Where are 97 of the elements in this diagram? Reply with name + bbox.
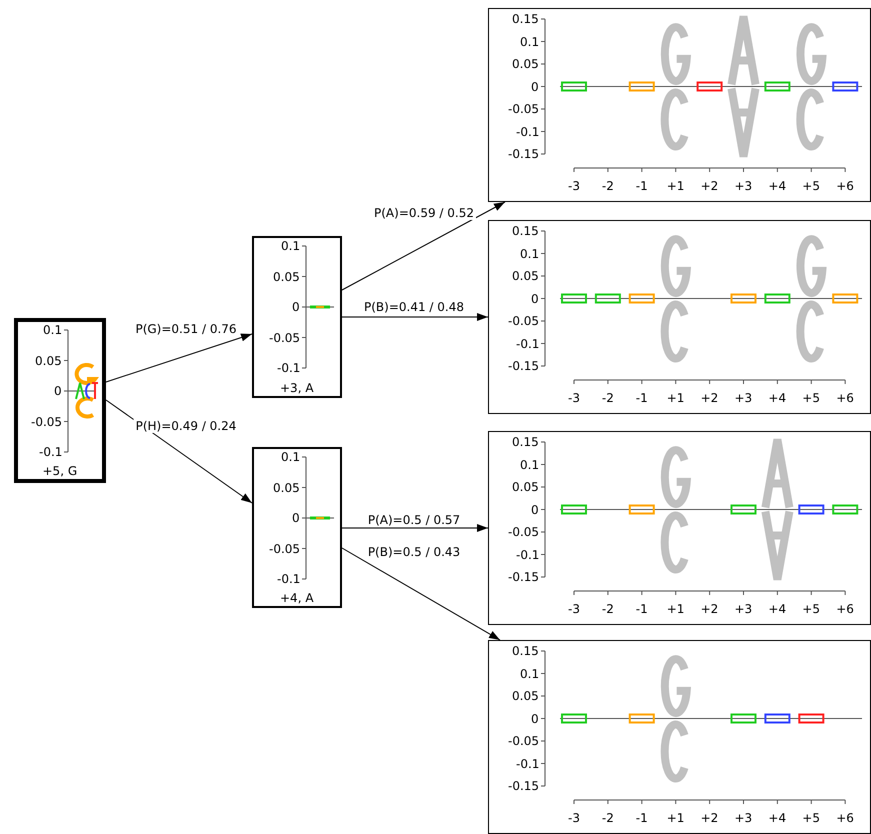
axis-tick-label: 0.05 xyxy=(35,354,62,368)
axis-tick-label: -1 xyxy=(636,391,648,405)
plot-panel xyxy=(252,447,342,608)
axis-tick-label: 0.1 xyxy=(520,666,540,680)
axis-tick-label: +5 xyxy=(802,179,820,193)
axis-tick-label: 0.1 xyxy=(43,323,62,337)
axis-tick-label: +5 xyxy=(802,602,820,616)
axis-tick-label: -2 xyxy=(602,602,614,616)
axis-tick-label: -1 xyxy=(636,811,648,825)
axis-tick-label: +4 xyxy=(768,811,786,825)
axis-tick-label: 0 xyxy=(292,511,300,525)
plot-panel xyxy=(488,640,871,834)
axis-tick-label: -0.1 xyxy=(516,336,540,350)
axis-tick-label: -2 xyxy=(602,811,614,825)
axis-tick-label: -0.05 xyxy=(269,330,300,344)
axis-tick-label: -0.1 xyxy=(516,756,540,770)
axis-tick-label: 0.05 xyxy=(512,269,539,283)
axis-tick-label: -0.1 xyxy=(277,572,300,586)
axis-tick-label: -0.05 xyxy=(508,525,540,539)
axis-tick-label: -0.05 xyxy=(31,414,62,428)
axis-tick-label: -0.05 xyxy=(508,102,540,116)
arrow xyxy=(342,548,500,640)
axis-tick-label: +2 xyxy=(700,391,718,405)
axis-tick-label: +2 xyxy=(700,602,718,616)
axis-tick-label: +3 xyxy=(734,391,752,405)
axis-tick-label: -0.1 xyxy=(516,124,540,138)
axis-tick-label: +4 xyxy=(768,391,786,405)
axis-tick-label: 0 xyxy=(531,80,539,94)
axis-tick-label: +1 xyxy=(666,391,684,405)
arrow xyxy=(342,313,488,321)
axis-tick-label: 0 xyxy=(54,384,62,398)
axis-tick-label: +1 xyxy=(666,602,684,616)
axis-tick-label: -2 xyxy=(602,391,614,405)
edge-label: P(H)=0.49 / 0.24 xyxy=(134,419,238,433)
axis-tick-label: 0.1 xyxy=(281,450,300,464)
axis-tick-label: -0.15 xyxy=(508,570,540,584)
arrow xyxy=(106,334,252,382)
axis-tick-label: 0 xyxy=(531,712,539,726)
axis-tick-label: 0.15 xyxy=(512,12,539,26)
axis-tick-label: -3 xyxy=(568,811,580,825)
axis-tick-label: 0.05 xyxy=(512,689,539,703)
axis-tick-label: -1 xyxy=(636,602,648,616)
axis-tick-label: -0.15 xyxy=(508,147,540,161)
axis-tick-label: 0.15 xyxy=(512,644,539,658)
axis-tick-label: +6 xyxy=(836,391,854,405)
plot-panel xyxy=(488,431,871,625)
axis-tick-label: 0.05 xyxy=(273,270,300,284)
axis-tick-label: 0.1 xyxy=(520,246,540,260)
axis-tick-label: +2 xyxy=(700,179,718,193)
axis-tick-label: +3 xyxy=(734,179,752,193)
axis-tick-label: +1 xyxy=(666,811,684,825)
axis-tick-label: -0.15 xyxy=(508,779,540,793)
axis-tick-label: -0.05 xyxy=(269,542,300,556)
axis-tick-label: +3 xyxy=(734,602,752,616)
arrow xyxy=(342,202,506,290)
axis-tick-label: 0.1 xyxy=(520,458,540,472)
plot-panel xyxy=(252,236,342,398)
axis-tick-label: -0.1 xyxy=(516,548,540,562)
axis-tick-label: -3 xyxy=(568,179,580,193)
axis-tick-label: -0.1 xyxy=(39,445,62,459)
axis-tick-label: -0.05 xyxy=(508,734,540,748)
axis-tick-label: +4 xyxy=(768,179,786,193)
axis-tick-label: -1 xyxy=(636,179,648,193)
axis-tick-label: 0 xyxy=(531,292,539,306)
axis-tick-label: +6 xyxy=(836,811,854,825)
axis-tick-label: -2 xyxy=(602,179,614,193)
axis-tick-label: 0.05 xyxy=(273,480,300,494)
plot-panel xyxy=(488,8,871,202)
axis-tick-label: -3 xyxy=(568,391,580,405)
axis-tick-label: +6 xyxy=(836,602,854,616)
edge-label: P(B)=0.41 / 0.48 xyxy=(362,300,466,314)
arrow xyxy=(342,524,488,532)
axis-tick-label: +5 xyxy=(802,391,820,405)
axis-tick-label: 0.05 xyxy=(512,57,539,71)
axis-tick-label: -0.05 xyxy=(508,314,540,328)
axis-tick-label: 0 xyxy=(531,502,539,516)
position-label: +3, A xyxy=(280,381,314,395)
axis-tick-label: -0.15 xyxy=(508,359,540,373)
position-label: +4, A xyxy=(280,591,314,605)
edge-label: P(A)=0.59 / 0.52 xyxy=(372,206,476,220)
axis-tick-label: 0 xyxy=(292,300,300,314)
axis-tick-label: -3 xyxy=(568,602,580,616)
axis-tick-label: -0.1 xyxy=(277,361,300,375)
axis-tick-label: 0.1 xyxy=(281,239,300,253)
position-label: +5, G xyxy=(42,464,78,478)
axis-tick-label: +3 xyxy=(734,811,752,825)
axis-tick-label: +5 xyxy=(802,811,820,825)
axis-tick-label: 0.05 xyxy=(512,480,539,494)
plot-panel xyxy=(488,220,871,414)
axis-tick-label: +6 xyxy=(836,179,854,193)
axis-tick-label: 0.15 xyxy=(512,435,539,449)
axis-tick-label: +4 xyxy=(768,602,786,616)
axis-tick-label: +2 xyxy=(700,811,718,825)
plot-panel xyxy=(14,318,106,483)
axis-tick-label: +1 xyxy=(666,179,684,193)
axis-tick-label: 0.15 xyxy=(512,224,539,238)
axis-tick-label: 0.1 xyxy=(520,34,540,48)
